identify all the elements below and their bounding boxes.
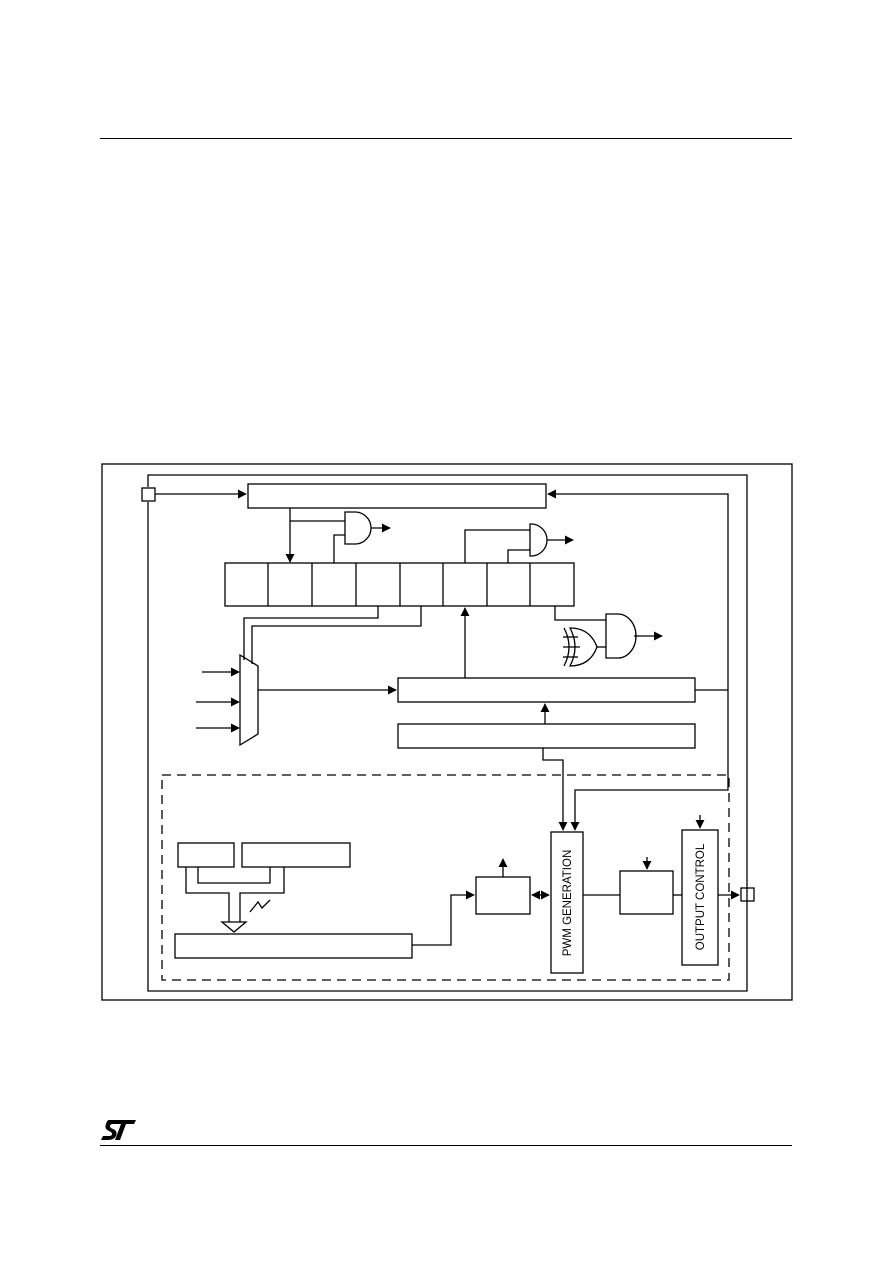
small-register-b	[241, 842, 351, 868]
and-gate-2	[529, 523, 548, 557]
header-rule	[100, 138, 792, 139]
small-register-a	[177, 842, 235, 868]
and-gate-1	[344, 511, 372, 545]
counter-register	[397, 677, 696, 703]
and-gate-3	[605, 613, 637, 659]
top-register	[247, 483, 547, 509]
comparator-box	[475, 876, 531, 915]
autoreload-register	[397, 723, 696, 749]
control-register	[224, 562, 575, 607]
st-logo-icon	[101, 1120, 136, 1140]
output-pin	[740, 887, 755, 902]
pwm-generation-box	[550, 831, 584, 974]
pwm-generation-label: PWM GENERATION	[562, 850, 574, 956]
input-pin	[141, 487, 156, 502]
compare-register	[174, 933, 413, 959]
figure-frame	[101, 463, 793, 1001]
pwm-area-dashed	[161, 774, 730, 981]
footer-rule	[100, 1145, 792, 1146]
polarity-box	[619, 870, 674, 915]
output-control-box	[681, 829, 719, 966]
clock-multiplexer	[239, 653, 259, 747]
output-control-label: OUTPUT CONTROL	[695, 843, 707, 950]
timer-frame	[147, 474, 748, 992]
